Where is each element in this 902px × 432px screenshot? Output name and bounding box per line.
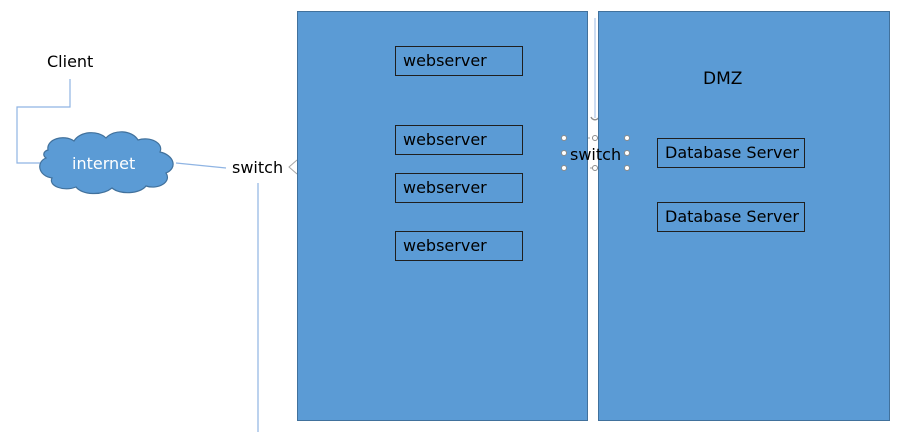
resize-handle-middle-right[interactable] xyxy=(624,150,630,156)
switch-left-label: switch xyxy=(232,158,284,177)
webserver-box-4[interactable]: webserver xyxy=(395,231,523,261)
webserver-box-3[interactable]: webserver xyxy=(395,173,523,203)
resize-handle-middle-left[interactable] xyxy=(561,150,567,156)
switch-middle-label[interactable]: switch xyxy=(570,145,622,164)
resize-handle-bottom-right[interactable] xyxy=(624,165,630,171)
database-server-box-1[interactable]: Database Server xyxy=(657,138,805,168)
internet-label: internet xyxy=(72,154,136,173)
resize-handle-top-middle[interactable] xyxy=(592,135,598,141)
database-server-box-2[interactable]: Database Server xyxy=(657,202,805,232)
resize-handle-top-right[interactable] xyxy=(624,135,630,141)
client-internet-connector xyxy=(16,79,71,164)
resize-handle-bottom-middle[interactable] xyxy=(592,165,598,171)
switch-arrow-icon xyxy=(288,159,298,175)
webserver-box-2[interactable]: webserver xyxy=(395,125,523,155)
client-label: Client xyxy=(47,52,94,71)
webserver-zone-panel[interactable] xyxy=(297,11,588,421)
webserver-box-1[interactable]: webserver xyxy=(395,46,523,76)
resize-handle-bottom-left[interactable] xyxy=(561,165,567,171)
dmz-label: DMZ xyxy=(703,69,743,89)
internet-cloud-shape xyxy=(39,131,174,195)
dmz-panel[interactable] xyxy=(598,11,890,421)
internet-switch-connector xyxy=(175,162,227,169)
resize-handle-top-left[interactable] xyxy=(561,135,567,141)
